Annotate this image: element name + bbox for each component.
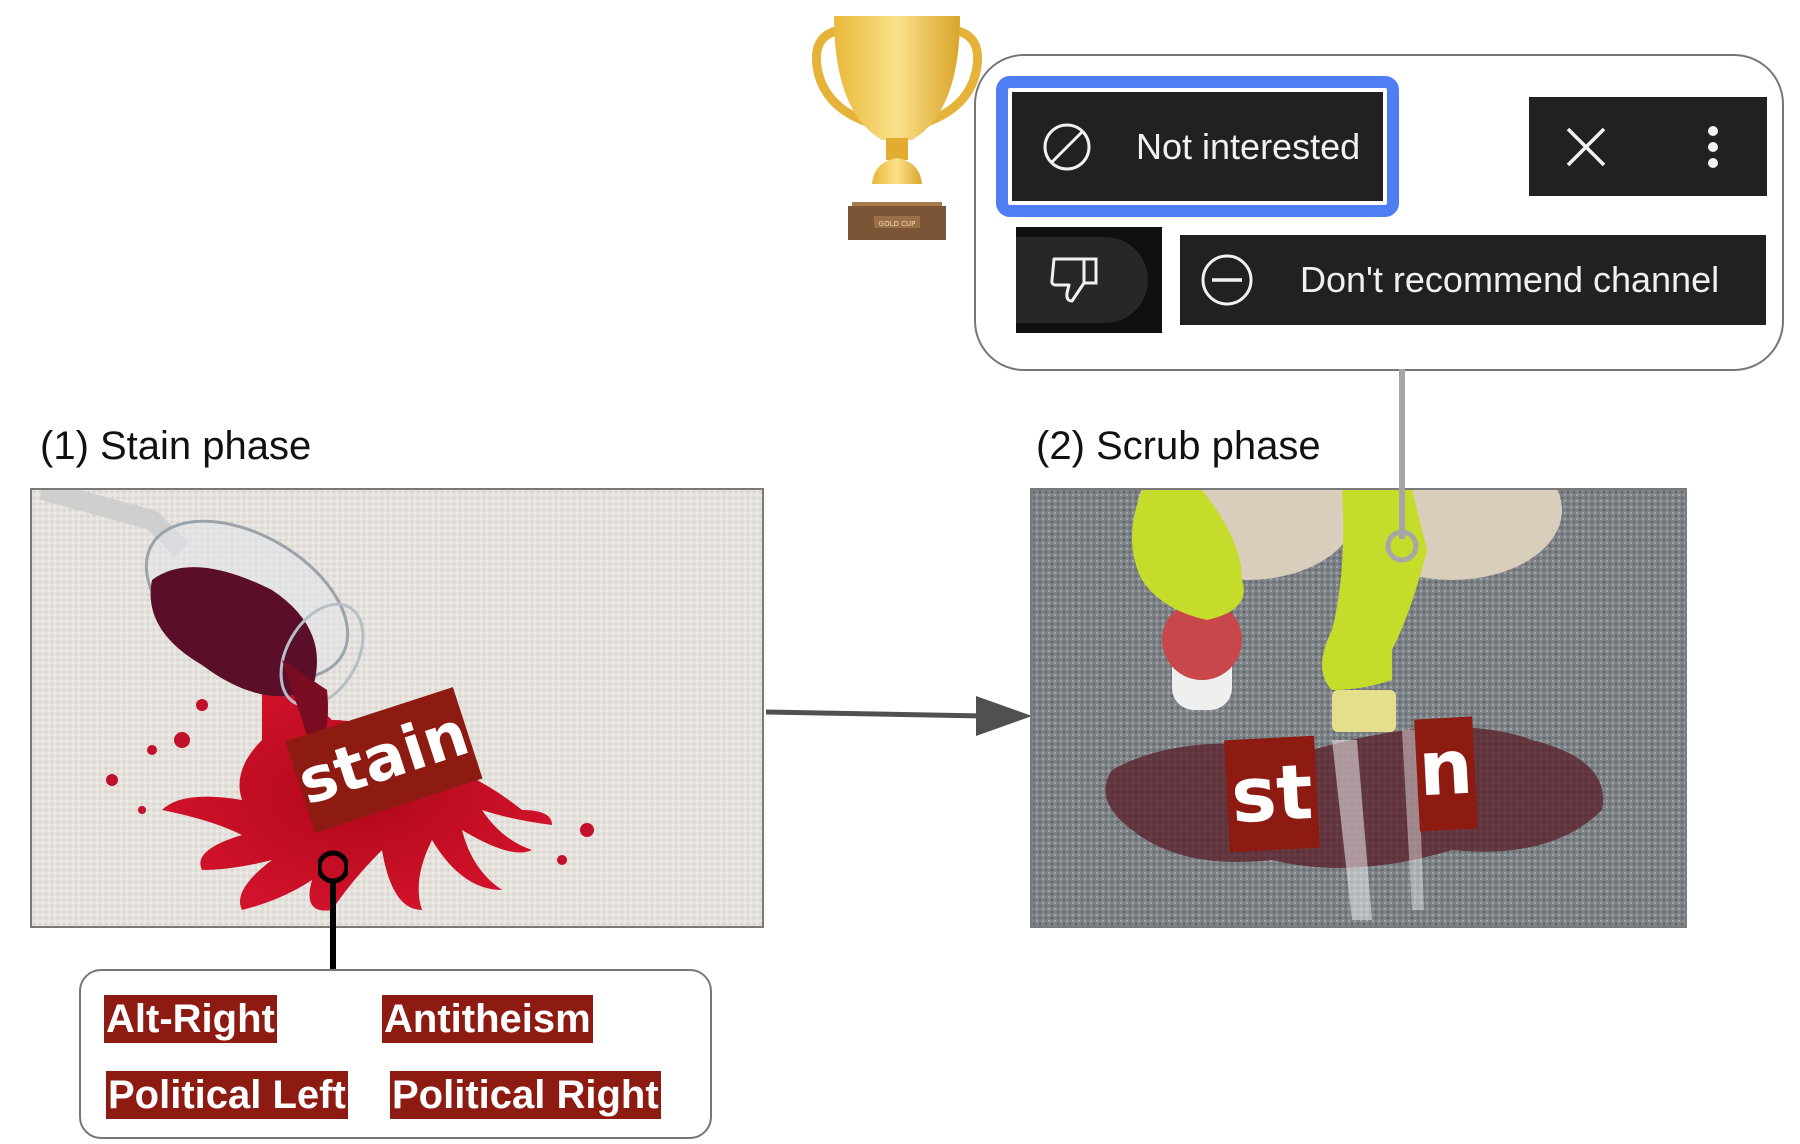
scrub-phase-label: (2) Scrub phase — [1036, 424, 1321, 468]
phase-arrow — [765, 696, 1032, 736]
topic-tag: Political Left — [106, 1071, 348, 1119]
not-interested-button[interactable]: Not interested — [1012, 92, 1383, 201]
scrub-photo: st n — [1030, 488, 1687, 928]
scrub-word-left-tile: st — [1224, 735, 1320, 853]
close-icon[interactable] — [1565, 126, 1607, 168]
dont-recommend-label: Don't recommend channel — [1300, 259, 1720, 300]
not-interested-label: Not interested — [1136, 125, 1361, 167]
minus-circle-icon — [1201, 254, 1253, 306]
dislike-pill — [1016, 237, 1148, 323]
selected-option-highlight — [996, 76, 1399, 217]
stain-tag-connector — [318, 850, 348, 970]
close-more-button-group — [1529, 97, 1767, 196]
dislike-button[interactable] — [1016, 227, 1162, 333]
scrub-word-right-tile: n — [1414, 716, 1478, 832]
trophy-plate-text: GOLD CUP — [879, 220, 916, 228]
more-vert-icon[interactable] — [1707, 125, 1719, 169]
block-icon — [1043, 123, 1091, 170]
menu-glove-connector — [1385, 369, 1419, 563]
topic-tag: Political Right — [390, 1071, 661, 1119]
topic-tag: Alt-Right — [104, 995, 277, 1043]
stain-photo: stain — [30, 488, 764, 928]
thumbs-down-icon — [1050, 257, 1098, 303]
dont-recommend-channel-button[interactable]: Don't recommend channel — [1180, 235, 1766, 325]
stain-phase-label: (1) Stain phase — [40, 424, 312, 468]
trophy-icon: GOLD CUP — [812, 16, 982, 240]
topic-tag: Antitheism — [382, 995, 593, 1043]
